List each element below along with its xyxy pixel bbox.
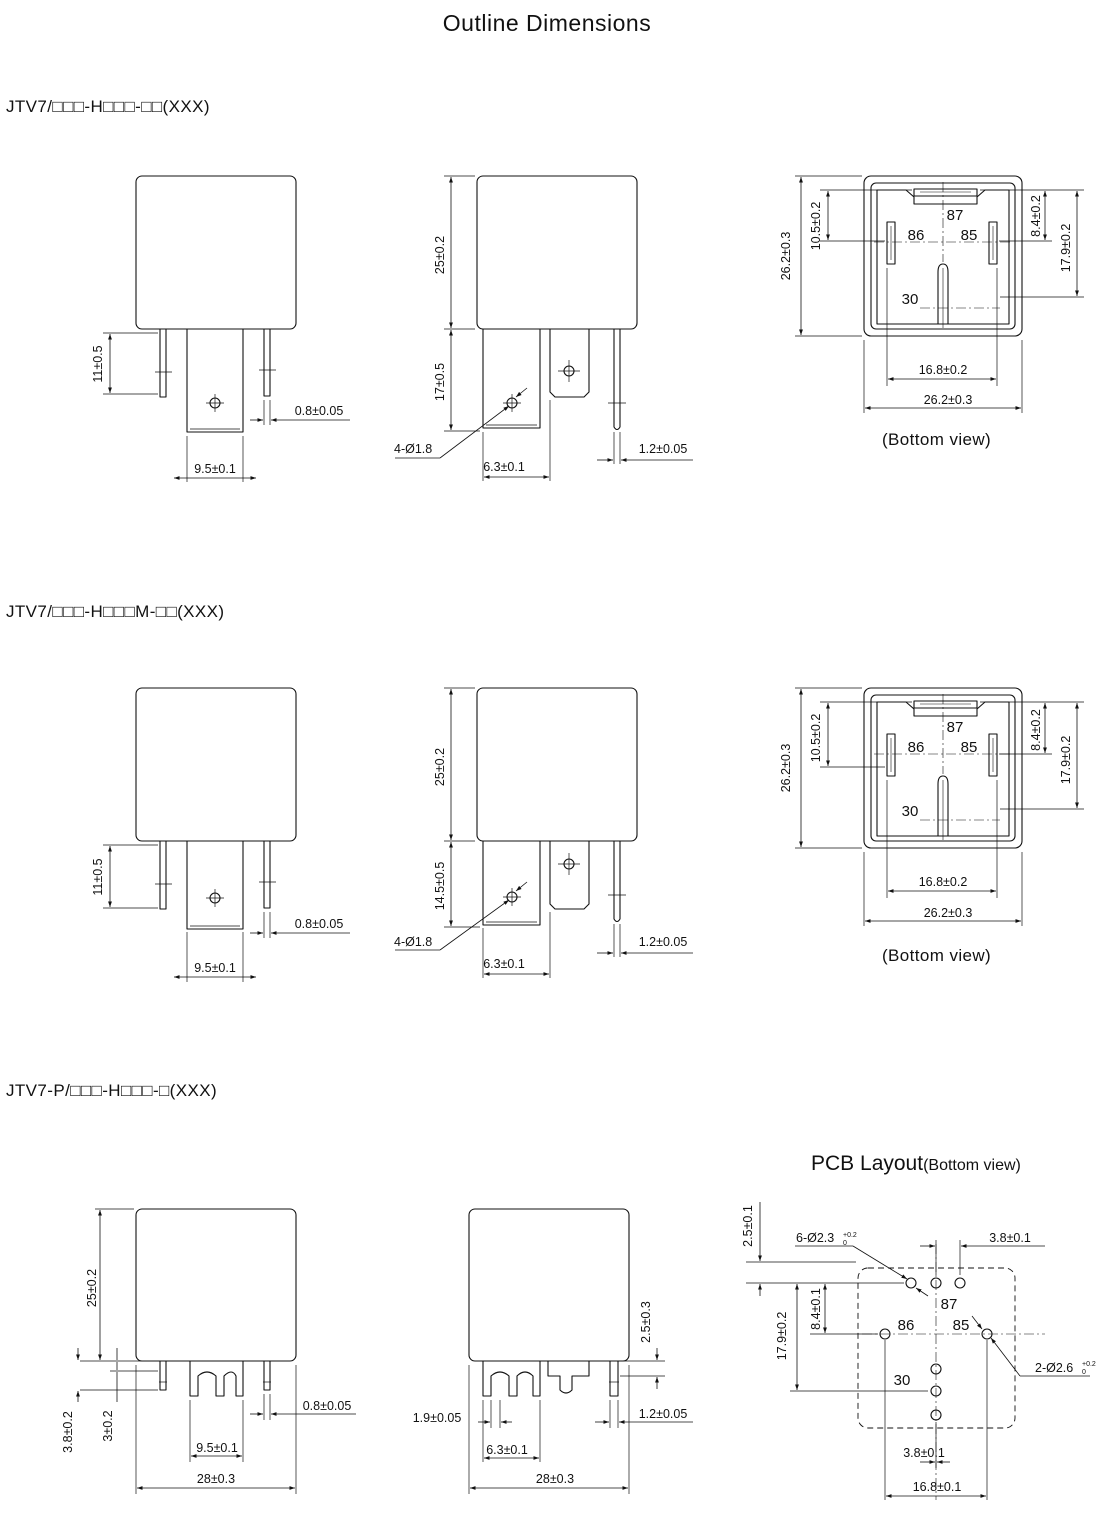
bottom-view-label-2: (Bottom view) — [882, 946, 992, 965]
dim-pcb-height: 17.9±0.2 — [775, 1312, 789, 1361]
dim-body-height-2: 25±0.2 — [433, 748, 447, 786]
dim-pin87-offset-1: 10.5±0.2 — [809, 202, 823, 251]
dim-pcb-large-holes-tol-lower: 0 — [1082, 1369, 1086, 1376]
dim-body-height-1: 25±0.2 — [433, 236, 447, 274]
dim-standoff-height: 3.8±0.2 — [61, 1411, 75, 1453]
dim-base-width-2: 26.2±0.3 — [924, 906, 973, 920]
model-label-pcb-variant: JTV7-P/□□□-H□□□-□(XXX) — [6, 1081, 218, 1100]
dim-pin-span-2: 16.8±0.2 — [919, 875, 968, 889]
dim-pin-thickness-1: 0.8±0.05 — [295, 404, 344, 418]
dim-outline-height-1: 26.2±0.3 — [779, 232, 793, 281]
dim-pin30-offset-1: 17.9±0.2 — [1059, 224, 1073, 273]
relay-body — [476, 175, 638, 330]
dim-body-height-3: 25±0.2 — [85, 1269, 99, 1307]
bottom-view-label-1: (Bottom view) — [882, 430, 992, 449]
pcb-pin-label-86: 86 — [898, 1317, 915, 1334]
dim-blade-width-3: 9.5±0.1 — [196, 1441, 238, 1455]
relay-body — [468, 1208, 630, 1362]
dim-pin30-offset-2: 17.9±0.2 — [1059, 736, 1073, 785]
side-view-3 — [468, 1208, 693, 1494]
dim-terminal-length-1: 17±0.5 — [433, 363, 447, 401]
model-label-standard: JTV7/□□□-H□□□-□□(XXX) — [6, 97, 210, 116]
pin-label-85-2: 85 — [961, 739, 978, 756]
dim-body-width-3: 28±0.3 — [197, 1472, 235, 1486]
page-title: Outline Dimensions — [442, 10, 652, 36]
dim-side-pin-length-1: 11±0.5 — [91, 345, 105, 382]
pcb-pin-label-30: 30 — [894, 1372, 911, 1389]
dim-blade-width-1: 9.5±0.1 — [194, 462, 236, 476]
dim-pin87-offset-2: 10.5±0.2 — [809, 714, 823, 763]
dim-pin85-offset-1: 8.4±0.2 — [1029, 195, 1043, 237]
dim-hole-diameter-1: 4-Ø1.8 — [394, 442, 432, 456]
pcb-hole — [905, 1277, 917, 1289]
pcb-layout-title-main: PCB Layout — [811, 1152, 924, 1175]
relay-base-outline — [863, 175, 1023, 337]
relay-body — [135, 687, 297, 842]
dim-tab-thickness-1: 1.2±0.05 — [639, 442, 688, 456]
dim-pin-span-1: 16.8±0.2 — [919, 363, 968, 377]
pin-label-30-2: 30 — [902, 803, 919, 820]
pin-label-87-2: 87 — [947, 719, 964, 736]
dim-pin-thickness-2: 0.8±0.05 — [295, 917, 344, 931]
pin-label-86-1: 86 — [908, 227, 925, 244]
dim-pcb-top-offset: 2.5±0.1 — [741, 1205, 755, 1247]
dim-body-width-side-3: 28±0.3 — [536, 1472, 574, 1486]
pin-label-86-2: 86 — [908, 739, 925, 756]
front-view-1 — [103, 175, 350, 482]
dim-tab-thickness-3: 1.2±0.05 — [639, 1407, 688, 1421]
front-view-3 — [76, 1208, 356, 1494]
pcb-hole — [954, 1277, 966, 1289]
pin-label-30-1: 30 — [902, 291, 919, 308]
side-view-1 — [395, 175, 693, 481]
dim-side-pin-length-2: 11±0.5 — [91, 858, 105, 895]
dim-tab-thickness-2: 1.2±0.05 — [639, 935, 688, 949]
dim-base-width-1: 26.2±0.3 — [924, 393, 973, 407]
dim-pcb-small-holes-tol-lower: 0 — [843, 1240, 847, 1247]
pcb-footprint-outline — [857, 1267, 1016, 1429]
pcb-layout-title: PCB Layout(Bottom view) — [811, 1152, 1021, 1176]
dim-pcb-large-holes: 2-Ø2.6 — [1035, 1361, 1073, 1375]
dim-pin-width-3: 1.9±0.05 — [413, 1411, 462, 1425]
relay-body — [135, 1208, 297, 1362]
dim-outline-height-2: 26.2±0.3 — [779, 744, 793, 793]
dim-pcb-span: 16.8±0.1 — [913, 1480, 962, 1494]
dim-pin-length-side-3: 2.5±0.3 — [639, 1301, 653, 1343]
dim-pcb-top-pitch: 3.8±0.1 — [989, 1231, 1031, 1245]
pin-label-85-1: 85 — [961, 227, 978, 244]
dim-blade-width-2: 9.5±0.1 — [194, 961, 236, 975]
pcb-layout-title-sub: (Bottom view) — [923, 1157, 1021, 1174]
bottom-view-2 — [795, 687, 1084, 926]
dim-pin-thickness-3: 0.8±0.05 — [303, 1399, 352, 1413]
dim-pcb-large-holes-tol-upper: +0.2 — [1082, 1361, 1096, 1368]
dim-hole-diameter-2: 4-Ø1.8 — [394, 935, 432, 949]
dim-pcb-small-holes-tol-upper: +0.2 — [843, 1232, 857, 1239]
dim-tab-width-3: 6.3±0.1 — [486, 1443, 528, 1457]
dim-pcb-row-offset: 8.4±0.1 — [809, 1288, 823, 1330]
pcb-pin-label-85: 85 — [953, 1317, 970, 1334]
pcb-layout — [746, 1202, 1090, 1500]
dim-tab-width-1: 6.3±0.1 — [483, 460, 525, 474]
dim-tab-width-2: 6.3±0.1 — [483, 957, 525, 971]
side-view-2 — [395, 687, 693, 978]
dim-pcb-small-holes: 6-Ø2.3 — [796, 1231, 834, 1245]
dim-pin-length-3: 3±0.2 — [101, 1410, 115, 1441]
relay-base-outline — [863, 687, 1023, 849]
relay-body — [476, 687, 638, 842]
front-view-2 — [103, 687, 350, 982]
dim-pin85-offset-2: 8.4±0.2 — [1029, 709, 1043, 751]
pcb-pin-label-87: 87 — [941, 1296, 958, 1313]
dim-terminal-length-2: 14.5±0.5 — [433, 862, 447, 911]
model-label-m-variant: JTV7/□□□-H□□□M-□□(XXX) — [6, 602, 225, 621]
relay-body — [135, 175, 297, 330]
pin-label-87-1: 87 — [947, 207, 964, 224]
bottom-view-1 — [795, 175, 1084, 413]
dim-pcb-bottom-pitch: 3.8±0.1 — [903, 1446, 945, 1460]
